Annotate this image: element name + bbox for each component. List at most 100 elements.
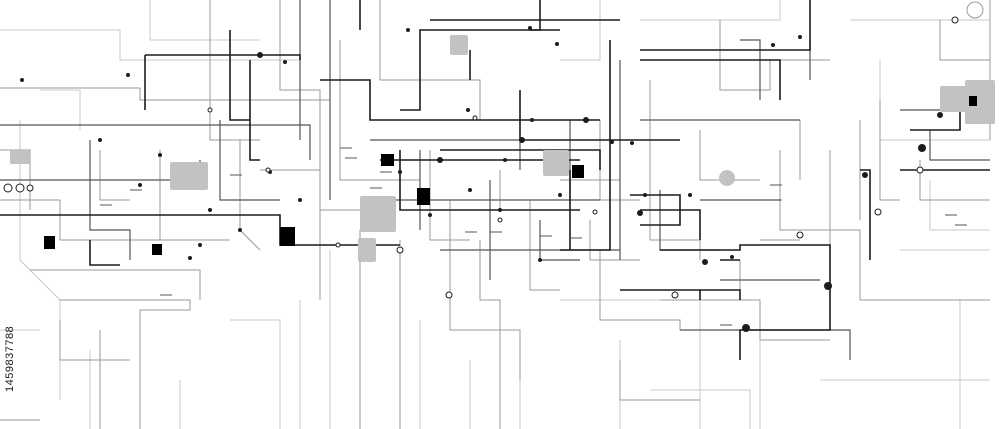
light-trace [0, 199, 230, 241]
trace-ring [592, 209, 598, 215]
trace-node [468, 188, 472, 192]
light-trace [479, 240, 501, 429]
trace-ring [265, 167, 271, 173]
trace-ring [396, 246, 404, 254]
chip-layer [44, 96, 977, 255]
gray-pad [543, 150, 569, 176]
trace-ring [916, 166, 924, 174]
faint-trace [560, 0, 601, 61]
trace-node [538, 258, 542, 262]
light-trace [0, 87, 330, 101]
light-trace [339, 40, 420, 181]
mid-trace [0, 124, 311, 160]
light-trace [260, 169, 380, 211]
light-trace [429, 150, 470, 241]
trace-node [519, 137, 525, 143]
light-trace [30, 269, 201, 300]
trace-node [498, 208, 502, 212]
faint-trace [640, 0, 781, 21]
gray-pad-layer [10, 1, 995, 262]
light-trace [449, 200, 521, 380]
trace-ring [796, 231, 804, 239]
dark-trace [640, 59, 781, 100]
dark-trace [700, 289, 741, 300]
trace-node [771, 43, 775, 47]
light-trace [619, 360, 700, 401]
trace-node [437, 157, 443, 163]
trace-ring [445, 291, 453, 299]
trace-ring [207, 107, 213, 113]
trace-node [610, 140, 614, 144]
trace-node [862, 172, 868, 178]
trace-node [528, 26, 532, 30]
dark-trace [145, 54, 301, 60]
trace-node [798, 35, 802, 39]
gray-pad-round [719, 170, 735, 186]
black-chip [969, 96, 977, 106]
faint-trace [929, 180, 990, 231]
corner-ring [966, 1, 984, 19]
faint-trace [230, 319, 281, 429]
trace-node [937, 112, 943, 118]
trace-node [158, 153, 162, 157]
light-trace [209, 0, 260, 141]
dark-trace [620, 289, 701, 300]
dark-trace [400, 29, 560, 111]
mid-trace [89, 140, 131, 260]
dark-trace [640, 209, 701, 240]
trace-node [126, 73, 130, 77]
trace-node [406, 28, 410, 32]
faint-trace [560, 299, 701, 429]
light-trace [939, 20, 990, 61]
node-layer [3, 16, 967, 332]
light-trace [529, 200, 560, 291]
trace-ring [951, 16, 959, 24]
trace-node [742, 324, 750, 332]
trace-node [188, 256, 192, 260]
trace-ring [15, 183, 25, 193]
trace-node [688, 193, 692, 197]
light-trace [99, 150, 130, 201]
gray-pad [450, 35, 468, 55]
light-trace [60, 299, 191, 429]
light-trace [660, 299, 830, 341]
black-chip [152, 244, 162, 255]
mid-trace [539, 220, 580, 261]
mid-trace [680, 329, 851, 360]
trace-node [257, 52, 263, 58]
faint-trace [40, 89, 81, 130]
trace-node [298, 198, 302, 202]
mid-trace [659, 190, 720, 251]
black-chip [417, 188, 430, 205]
trace-ring [3, 183, 13, 193]
trace-node [138, 183, 142, 187]
faint-trace [650, 389, 751, 429]
trace-node [630, 141, 634, 145]
trace-node [558, 193, 562, 197]
trace-ring [874, 208, 882, 216]
trace-ring [335, 242, 341, 248]
trace-node [583, 117, 589, 123]
mid-trace [219, 120, 280, 201]
dark-trace [640, 0, 811, 51]
light-trace [59, 320, 130, 361]
gray-pad [170, 162, 208, 190]
dark-trace [860, 169, 871, 260]
trace-node [398, 170, 402, 174]
dark-trace [249, 60, 260, 161]
dark-trace [320, 79, 600, 121]
trace-node [637, 210, 643, 216]
light-trace [649, 80, 701, 260]
trace-ring [671, 291, 679, 299]
light-trace [379, 0, 481, 120]
black-chip [572, 165, 584, 178]
trace-node [20, 78, 24, 82]
mid-trace [929, 130, 990, 161]
dark-trace [229, 30, 250, 121]
dark-trace [560, 40, 611, 251]
trace-ring [26, 184, 34, 192]
trace-node [466, 108, 470, 112]
trace-node [238, 228, 242, 232]
